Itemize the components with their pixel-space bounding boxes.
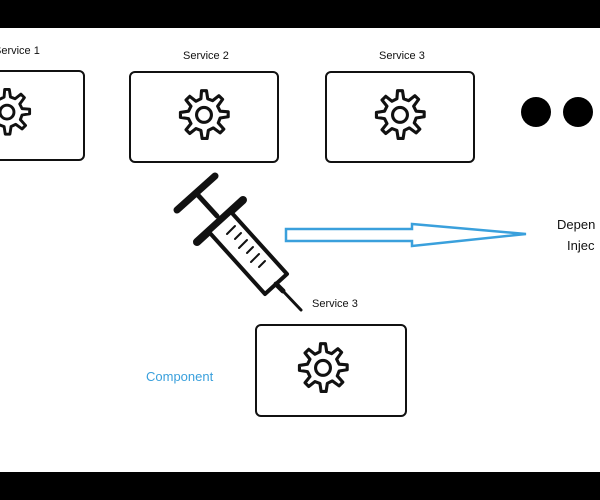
service-2-box: [129, 71, 279, 163]
service-3-label: Service 3: [379, 50, 425, 62]
component-label: Component: [146, 369, 214, 384]
arrow-right-icon: [284, 222, 527, 248]
gear-icon: [297, 342, 349, 394]
component-service-box: [255, 324, 407, 417]
top-letterbox-bar: [0, 0, 600, 28]
gear-icon: [178, 89, 230, 141]
bottom-letterbox-bar: [0, 472, 600, 500]
service-3-box: [325, 71, 475, 163]
gear-icon: [0, 88, 32, 136]
service-1-box: [0, 70, 85, 161]
gear-icon: [374, 89, 426, 141]
ellipsis-dot: [563, 97, 593, 127]
component-service-label: Service 3: [312, 298, 358, 310]
syringe-icon: [173, 172, 303, 312]
service-2-label: Service 2: [183, 50, 229, 62]
dependency-injection-label-line2: Injec: [567, 238, 595, 253]
ellipsis-dot: [521, 97, 551, 127]
service-1-label: Service 1: [0, 45, 40, 57]
dependency-injection-label-line1: Depen: [557, 217, 596, 232]
